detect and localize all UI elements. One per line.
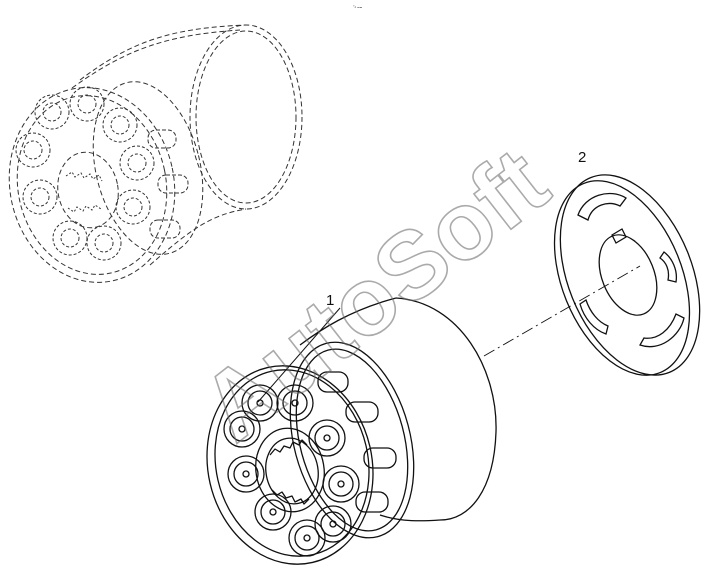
collar-ring-inner — [295, 348, 409, 532]
cylinder-block-part-1 — [206, 297, 497, 565]
watermark: AutoSoft — [182, 128, 567, 462]
callout-2: 2 — [578, 149, 586, 166]
front-face — [206, 365, 374, 565]
valve-notch — [611, 228, 627, 244]
ghost-front-face — [8, 87, 176, 283]
spline-teeth — [269, 439, 310, 505]
valve-kidney-port-right — [659, 251, 678, 283]
callout-1: 1 — [326, 292, 334, 309]
valve-plate-part-2 — [553, 174, 701, 376]
spline-bore-inner — [265, 437, 319, 505]
barrel-top-edge — [299, 297, 397, 346]
barrel-bottom-edge — [379, 514, 441, 522]
axis-centerline — [483, 265, 641, 357]
valve-plate-back — [559, 174, 701, 376]
ghost-front-face-inner — [16, 95, 168, 275]
collar-ring — [289, 341, 415, 539]
barrel-back-arc — [395, 297, 497, 521]
piston-bores — [223, 384, 360, 557]
ghost-collar — [92, 81, 204, 255]
valve-plate-front — [553, 180, 691, 376]
ghost-back-face — [189, 24, 303, 210]
valve-kidney-port-upper — [577, 192, 627, 221]
ghost-barrel-top-2 — [71, 29, 241, 89]
ghost-spline-bore — [57, 151, 119, 229]
corner-mark: °ₙ ₘₘ — [353, 4, 363, 9]
ghost-barrel-bottom — [149, 208, 247, 266]
valve-kidney-port-left — [579, 298, 609, 335]
valve-kidney-port-lower — [639, 313, 685, 348]
piston-shafts — [317, 371, 397, 513]
ghost-piston-shafts — [147, 129, 189, 239]
ghost-piston-bores — [15, 86, 155, 261]
valve-plate-center-bore — [598, 234, 658, 316]
leader-line-1 — [257, 307, 341, 403]
spline-bore — [255, 427, 325, 513]
ghost-spline-teeth — [65, 171, 103, 213]
ghost-barrel-top — [79, 24, 247, 81]
ghost-back-face-inner — [195, 30, 297, 204]
ghost-cylinder-block — [8, 24, 303, 283]
